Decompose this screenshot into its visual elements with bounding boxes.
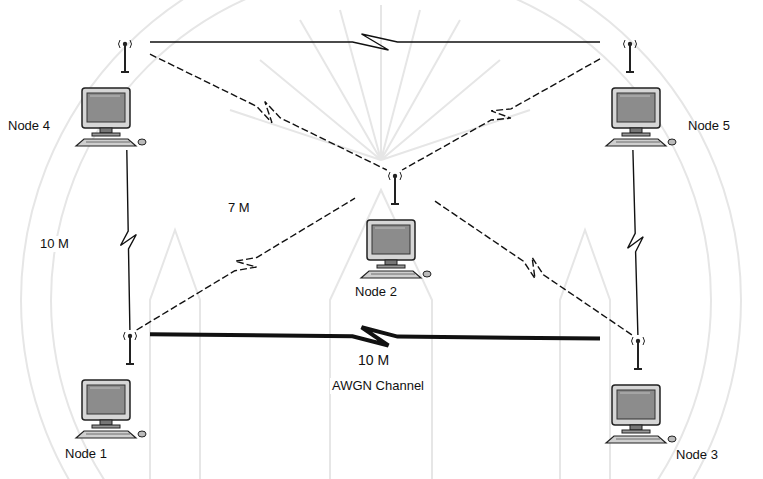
computer-node: Node 1 [70,330,150,440]
wireless-link [150,34,600,50]
node-label: Node 5 [688,118,730,134]
channel-label: AWGN Channel [330,378,426,394]
link-rate-label: 7 M [226,200,252,216]
wireless-link [435,201,632,335]
wireless-link [150,54,387,170]
link-rate-label: 10 M [356,352,391,368]
node-label: Node 2 [355,284,397,300]
computer-node: Node 5 [600,38,680,150]
link-rate-label: 10 M [38,236,71,252]
computer-node: Node 3 [600,335,680,445]
wireless-link [121,150,137,330]
computer-antenna-icon [600,38,680,150]
wireless-link [150,327,600,345]
computer-node: Node 4 [70,38,150,150]
node-label: Node 4 [8,118,50,134]
computer-antenna-icon [70,38,150,150]
wireless-link [402,59,600,170]
wireless-link [628,150,644,335]
computer-antenna-icon [600,335,680,445]
computer-antenna-icon [70,330,150,440]
wireless-link [137,198,355,330]
node-label: Node 3 [676,447,718,463]
computer-antenna-icon [355,170,435,280]
computer-node: Node 2 [355,170,435,280]
node-label: Node 1 [65,446,107,462]
